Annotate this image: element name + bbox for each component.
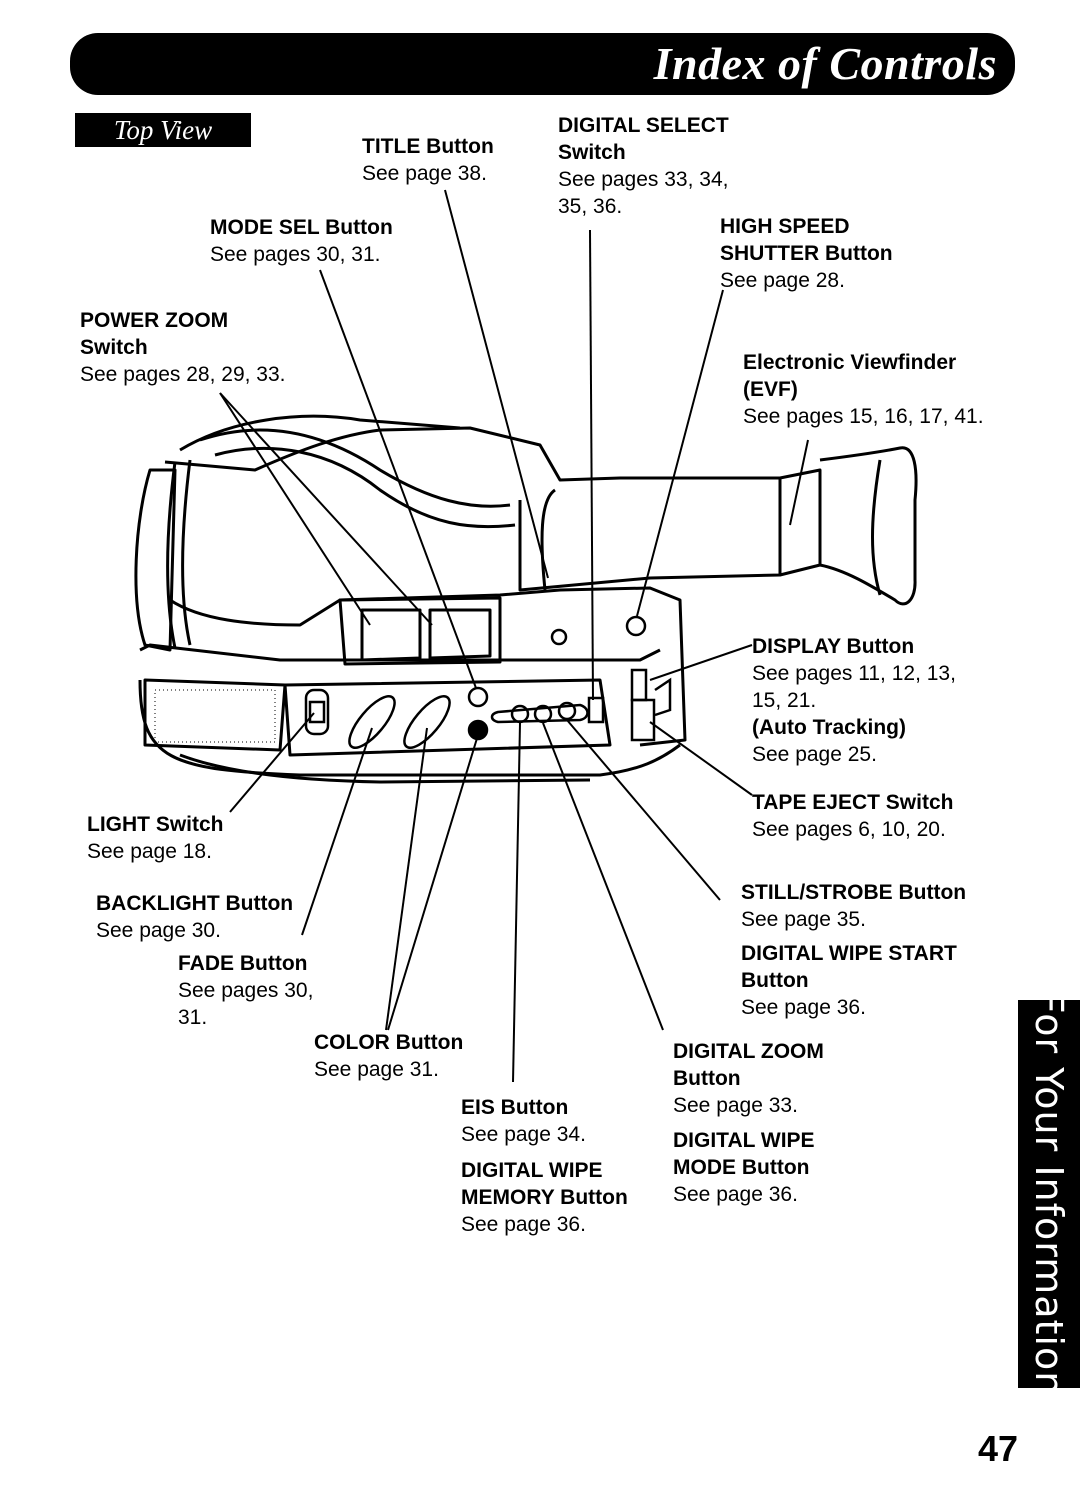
label-eis: EIS Button See page 34.: [461, 1096, 586, 1146]
label-title-button: TITLE Button See page 38.: [362, 135, 494, 185]
label-light-switch: LIGHT Switch See page 18.: [87, 813, 224, 863]
label-digital-select: DIGITAL SELECT Switch See pages 33, 34, …: [558, 114, 729, 218]
label-still-strobe: STILL/STROBE Button See page 35.: [741, 881, 967, 931]
page-title: Index of Controls: [653, 38, 997, 89]
label-power-zoom: POWER ZOOM Switch See pages 28, 29, 33.: [80, 309, 286, 386]
title-banner: Index of Controls: [70, 33, 1015, 95]
label-digital-zoom: DIGITAL ZOOM Button See page 33.: [673, 1040, 824, 1117]
side-section-tab: For Your Information: [1018, 992, 1080, 1396]
side-tab-label: For Your Information: [1027, 991, 1071, 1397]
label-color: COLOR Button See page 31.: [314, 1031, 464, 1081]
page-number: 47: [977, 1428, 1018, 1469]
label-backlight: BACKLIGHT Button See page 30.: [96, 892, 294, 942]
label-evf: Electronic Viewfinder (EVF) See pages 15…: [743, 351, 984, 428]
label-digital-wipe-memory: DIGITAL WIPE MEMORY Button See page 36.: [461, 1159, 628, 1236]
label-tape-eject: TAPE EJECT Switch See pages 6, 10, 20.: [752, 791, 954, 841]
label-mode-sel: MODE SEL Button See pages 30, 31.: [210, 216, 393, 266]
section-tag: Top View: [75, 113, 251, 147]
label-fade: FADE Button See pages 30, 31.: [178, 952, 314, 1029]
label-display: DISPLAY Button See pages 11, 12, 13, 15,…: [752, 635, 956, 766]
label-digital-wipe-start: DIGITAL WIPE START Button See page 36.: [741, 942, 957, 1019]
label-digital-wipe-mode: DIGITAL WIPE MODE Button See page 36.: [673, 1129, 815, 1206]
label-high-speed-shutter: HIGH SPEED SHUTTER Button See page 28.: [720, 215, 893, 292]
